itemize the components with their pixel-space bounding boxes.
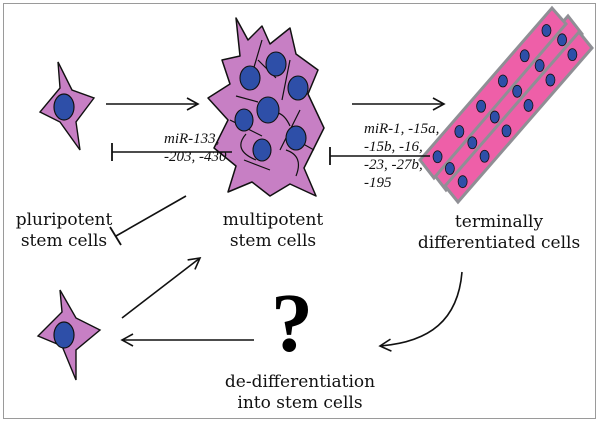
fiber-nucleus	[497, 74, 508, 88]
nucleus	[256, 96, 280, 124]
nucleus	[265, 51, 287, 77]
nucleus	[252, 138, 272, 162]
arrow-terminal-to-dediff	[378, 271, 463, 352]
nucleus	[234, 108, 254, 132]
pluripotent-cell	[38, 61, 96, 151]
pluripotent-nucleus	[53, 93, 75, 121]
fiber-nucleus	[541, 24, 552, 37]
muscle-fibers	[418, 5, 594, 205]
fiber-nucleus	[545, 73, 556, 87]
fiber-nucleus	[519, 49, 530, 63]
fiber-nuclei	[432, 24, 578, 189]
dedifferentiated-cell	[36, 289, 102, 381]
fiber-nucleus	[432, 150, 443, 164]
fiber-nucleus	[501, 124, 512, 138]
dedifferentiated-nucleus	[53, 321, 75, 349]
fiber-nucleus	[523, 99, 534, 112]
fiber-nucleus	[557, 33, 567, 47]
fiber-nucleus	[476, 99, 487, 113]
label-terminal: terminally differentiated cells	[417, 212, 581, 253]
arrow-dediff-to-multi	[121, 256, 202, 319]
fiber-nucleus	[467, 136, 478, 150]
fiber-nucleus	[567, 48, 578, 62]
inhibition-mir133	[111, 143, 232, 161]
inhibition-mir1	[329, 147, 430, 165]
fiber-nucleus	[444, 162, 455, 175]
fiber-nucleus	[479, 149, 490, 163]
label-dedifferentiation: de-differentiation into stem cells	[224, 372, 376, 413]
fiber-nucleus	[457, 175, 468, 189]
nucleus	[287, 75, 309, 101]
fiber-nucleus	[534, 59, 545, 72]
mirna-group-1: miR-133, -203, -430	[164, 131, 227, 165]
inhibition-multi-to-pluri	[109, 195, 187, 246]
mirna-group-2: miR-1, -15a, -15b, -16, -23, -27b, -195	[364, 121, 440, 191]
nucleus	[285, 125, 307, 151]
fiber-nucleus	[454, 125, 465, 138]
label-multipotent: multipotent stem cells	[222, 210, 324, 251]
label-pluripotent: pluripotent stem cells	[15, 210, 113, 251]
question-mark: ?	[271, 277, 313, 370]
fiber-nucleus	[489, 110, 500, 124]
fiber-nucleus	[512, 84, 523, 98]
multipotent-cell-cluster	[207, 17, 325, 197]
nucleus	[239, 65, 261, 91]
